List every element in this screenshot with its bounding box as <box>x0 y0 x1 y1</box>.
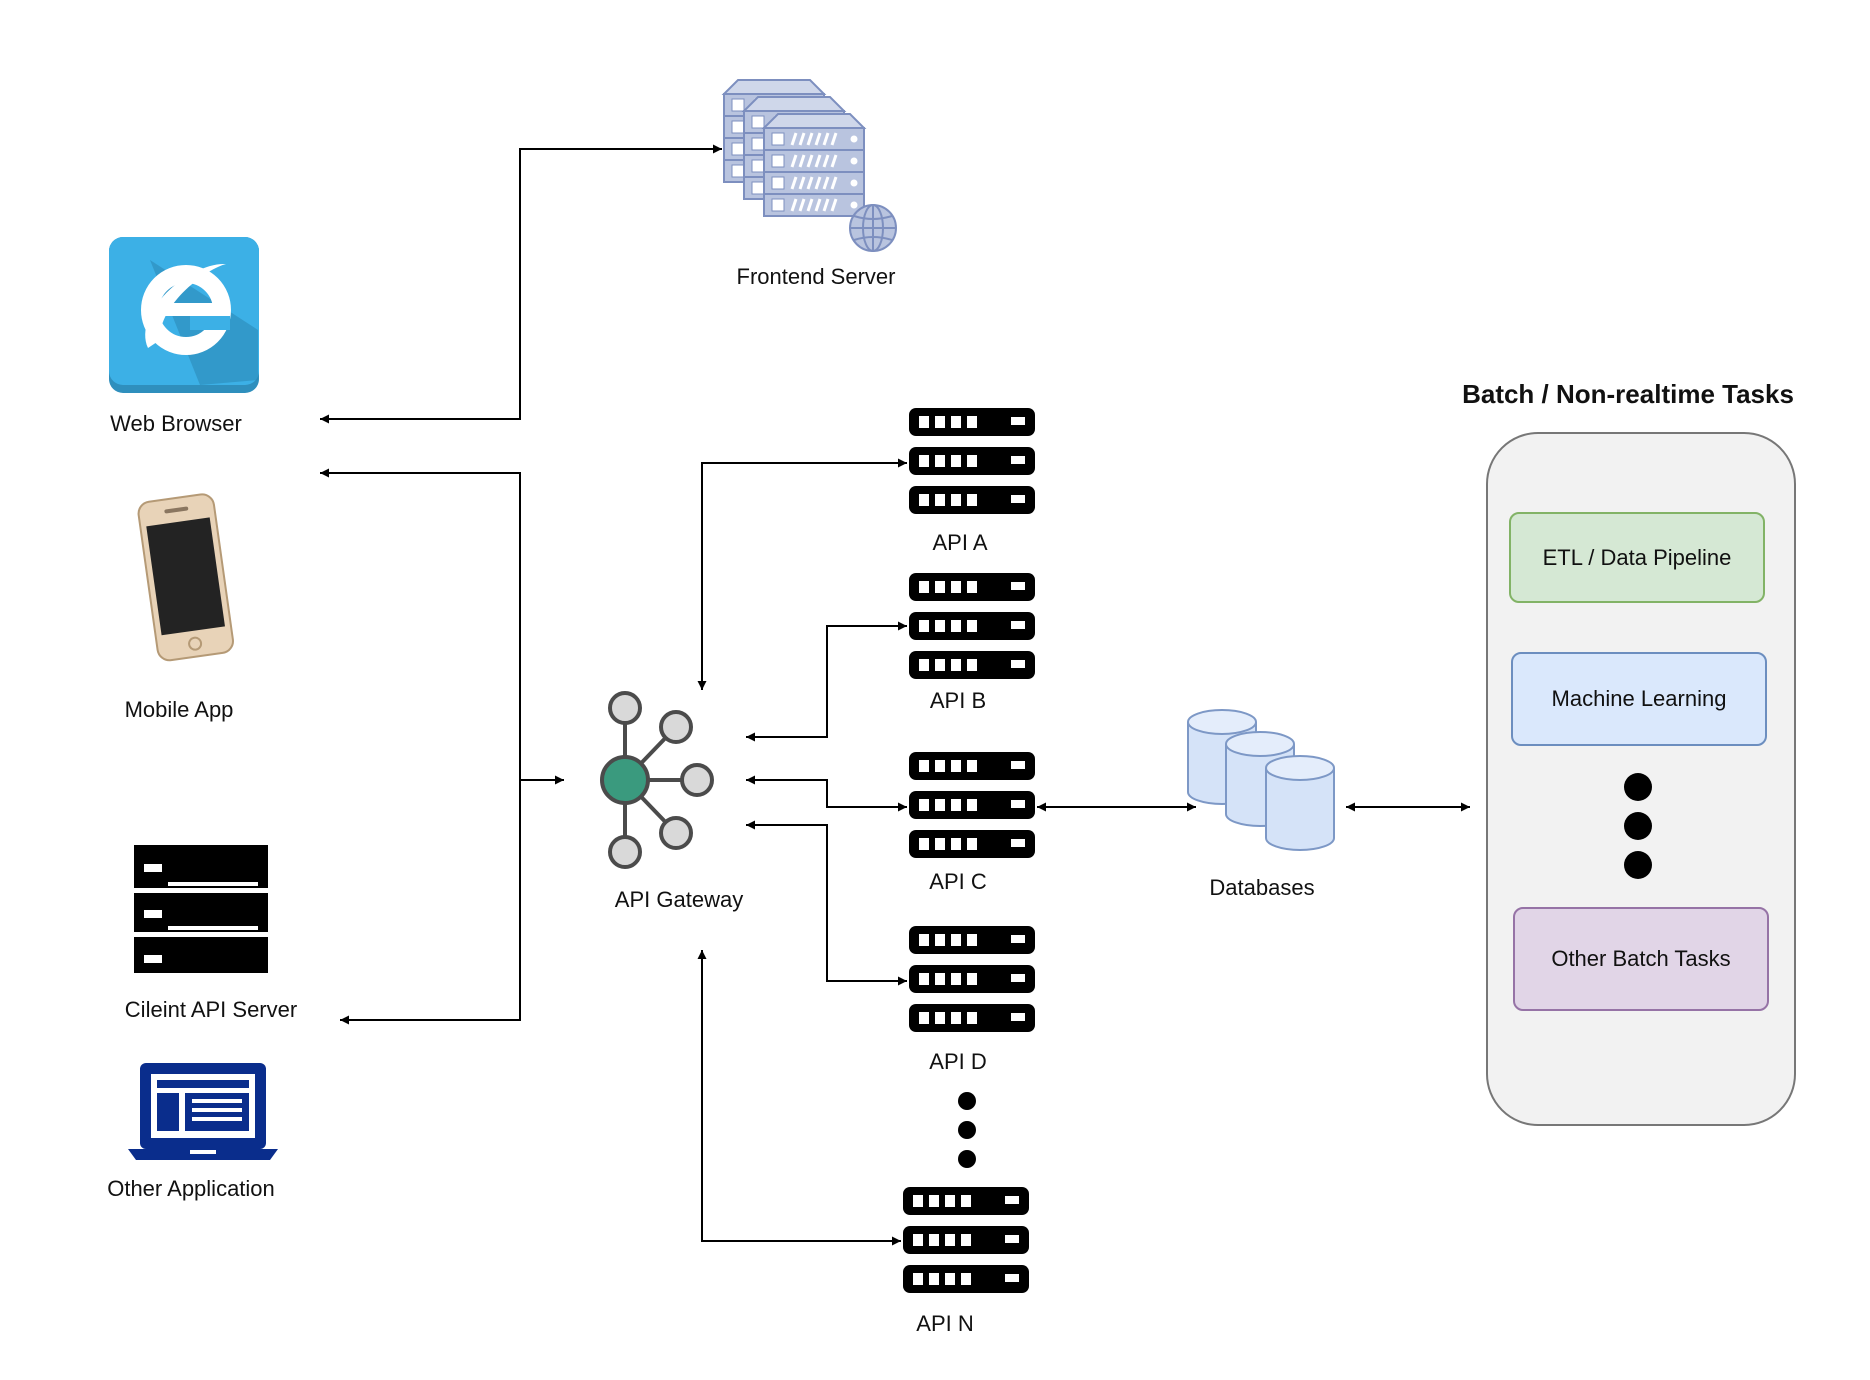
machine-learning-task-label: Machine Learning <box>1551 686 1727 711</box>
batch-panel-title: Batch / Non-realtime Tasks <box>1462 379 1794 409</box>
edge-clients-gateway <box>320 468 521 1025</box>
client-api-server-icon <box>134 845 268 973</box>
frontend-server-icon <box>722 78 897 252</box>
other-batch-task-box[interactable]: Other Batch Tasks <box>1513 907 1769 1011</box>
databases-icon <box>1187 709 1335 851</box>
api-b-server-icon <box>909 573 1035 679</box>
edge-gateway-api-c <box>746 775 907 812</box>
web-browser-label: Web Browser <box>110 411 242 436</box>
edge-gateway-api-d <box>746 820 907 986</box>
internet-explorer-icon <box>109 237 259 393</box>
etl-task-box[interactable]: ETL / Data Pipeline <box>1509 512 1765 603</box>
batch-ellipsis-dot <box>1624 812 1652 840</box>
etl-task-label: ETL / Data Pipeline <box>1542 544 1732 570</box>
api-gateway-label: API Gateway <box>614 887 744 912</box>
api-n-server-icon <box>903 1187 1029 1293</box>
other-batch-task-label: Other Batch Tasks <box>1551 946 1731 971</box>
edge-gateway-api-a <box>697 458 907 690</box>
api-n-label: API N <box>916 1311 974 1336</box>
machine-learning-task-box[interactable]: Machine Learning <box>1511 652 1767 746</box>
api-more-ellipsis <box>958 1092 976 1168</box>
batch-ellipsis-dot <box>1624 851 1652 879</box>
client-api-server-label: Cileint API Server <box>124 997 298 1022</box>
api-a-server-icon <box>909 408 1035 514</box>
other-application-label: Other Application <box>107 1176 275 1201</box>
databases-label: Databases <box>1209 875 1315 900</box>
api-d-server-icon <box>909 926 1035 1032</box>
api-gateway-hub-icon <box>600 691 714 869</box>
edge-frontend-browser <box>320 144 722 424</box>
edge-gateway-api-b <box>746 621 907 742</box>
batch-ellipsis-dot <box>1624 773 1652 801</box>
api-c-server-icon <box>909 752 1035 858</box>
api-c-label: API C <box>929 869 987 894</box>
mobile-app-label: Mobile App <box>124 697 234 722</box>
frontend-server-label: Frontend Server <box>736 264 896 289</box>
mobile-phone-icon <box>137 493 234 662</box>
edge-gateway-api-n <box>697 950 901 1246</box>
laptop-icon <box>128 1063 278 1160</box>
api-a-label: API A <box>932 530 988 555</box>
api-d-label: API D <box>929 1049 987 1074</box>
api-b-label: API B <box>929 688 987 713</box>
